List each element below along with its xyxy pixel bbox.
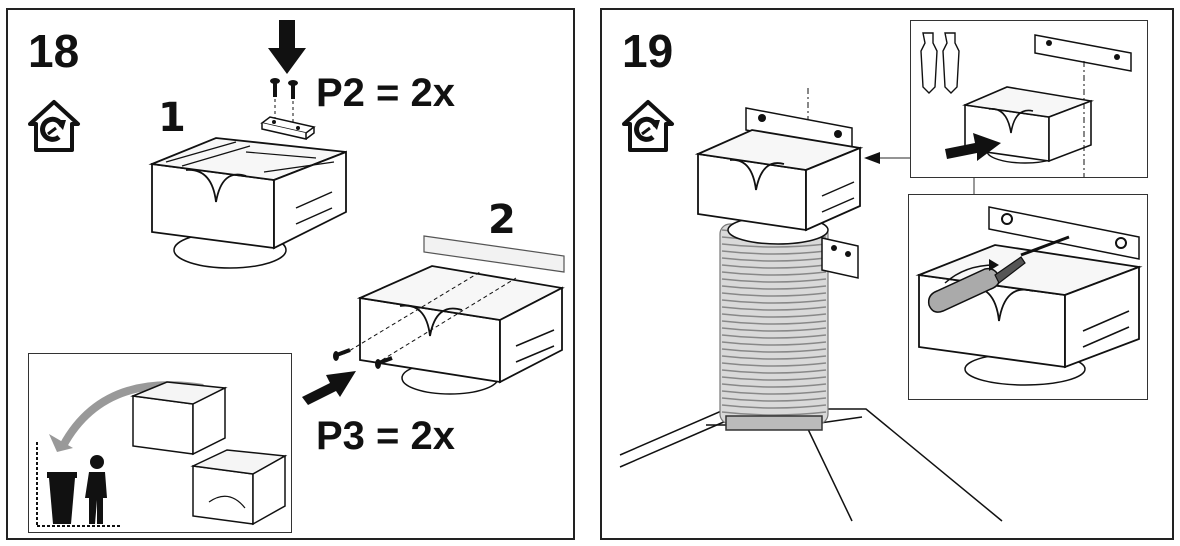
hose-ring xyxy=(721,411,827,416)
hose-ring xyxy=(721,257,827,262)
down-arrow-icon xyxy=(268,20,306,74)
small-bracket-part xyxy=(260,116,316,140)
hose-ring xyxy=(721,369,827,374)
hose-ring xyxy=(721,313,827,318)
wall-plugs-icon xyxy=(920,32,960,94)
p2-quantity-label: P2 = 2x xyxy=(316,71,456,115)
step-19-panel: 19 xyxy=(600,8,1174,540)
hose-ring xyxy=(721,264,827,269)
hose-ring xyxy=(721,327,827,332)
hose-ring xyxy=(721,320,827,325)
hose-ring xyxy=(721,390,827,395)
hose-ring xyxy=(721,348,827,353)
duct-connector-2 xyxy=(343,235,565,395)
step-19-number: 19 xyxy=(622,25,674,77)
hose-ring xyxy=(721,285,827,290)
mounted-duct-connector xyxy=(694,88,864,279)
hose-ring xyxy=(721,334,827,339)
home-recirculation-icon xyxy=(28,100,80,152)
hose-ring xyxy=(721,404,827,409)
wall-plug-detail-inset xyxy=(910,20,1148,178)
recycling-bin-person-icon xyxy=(36,442,121,527)
hose-ring xyxy=(721,299,827,304)
hose-ring xyxy=(721,278,827,283)
hose-ring xyxy=(721,355,827,360)
right-arrow-icon xyxy=(302,371,356,405)
hose-ring xyxy=(721,292,827,297)
sub-step-1-label: 1 xyxy=(158,95,186,141)
home-recirculation-icon xyxy=(622,100,674,152)
hose-ring xyxy=(721,250,827,255)
push-arrow-icon xyxy=(945,133,1001,161)
hose-ring xyxy=(721,383,827,388)
sub-step-2-label: 2 xyxy=(488,197,516,243)
hose-ring xyxy=(721,341,827,346)
screws-p2-icon xyxy=(270,78,298,133)
removal-inset xyxy=(28,353,292,533)
screws-p3-icon xyxy=(333,348,393,369)
removed-connector-bottom xyxy=(190,449,288,526)
removed-connector-top xyxy=(130,381,228,456)
hose-ring xyxy=(721,397,827,402)
bracket-rail-detail xyxy=(988,206,1140,260)
hose-ring xyxy=(721,362,827,367)
hose-ring xyxy=(721,376,827,381)
flexible-duct-hose xyxy=(719,223,829,431)
hose-ring xyxy=(721,271,827,276)
hose-ring xyxy=(721,306,827,311)
hose-ring xyxy=(721,243,827,248)
duct-connector-1 xyxy=(148,137,347,269)
step-18-number: 18 xyxy=(28,25,80,77)
connector-detail-bottom xyxy=(915,244,1143,386)
screwdriver-detail-inset xyxy=(908,194,1148,400)
wall-bracket-detail xyxy=(1034,34,1132,72)
screwdriver-icon xyxy=(927,235,1070,313)
p3-quantity-label: P3 = 2x xyxy=(316,414,456,458)
step-18-panel: 18 1 P2 = 2x 2 xyxy=(6,8,575,540)
centerline-dashes xyxy=(1083,61,1085,177)
